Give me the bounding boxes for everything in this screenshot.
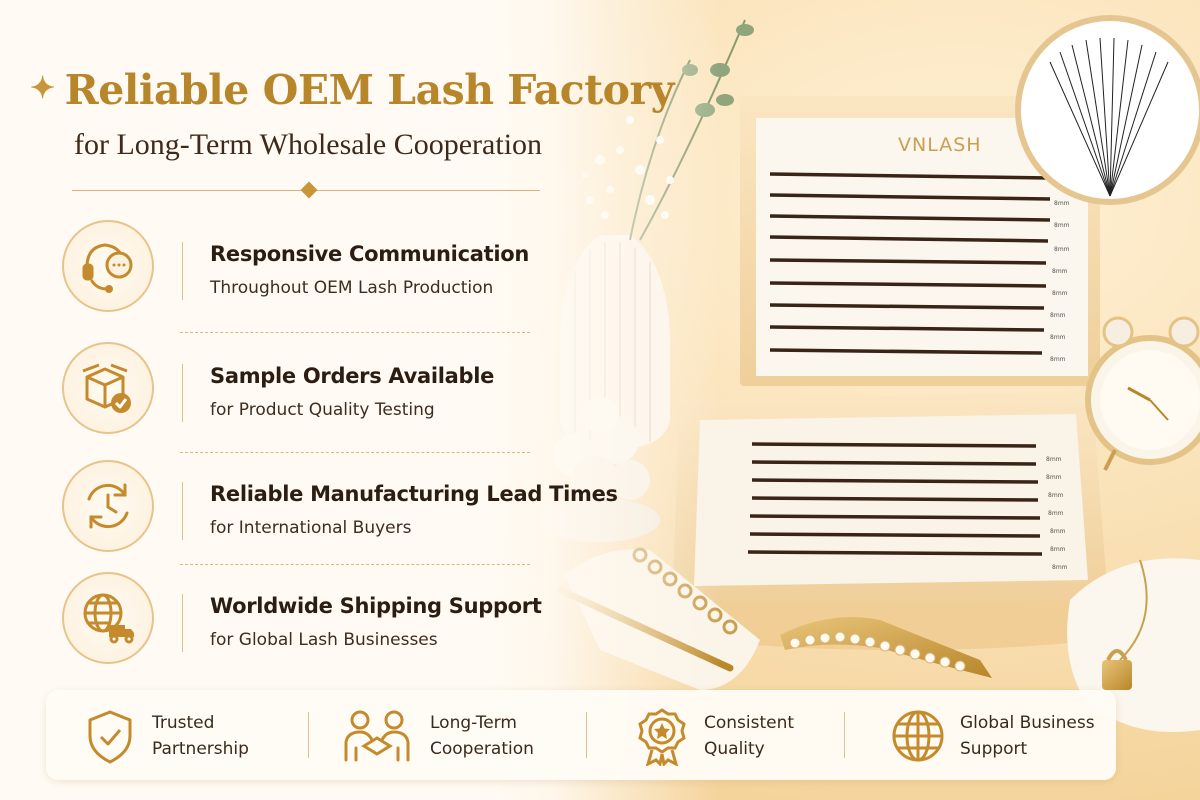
title-text: Reliable OEM Lash Factory [64, 66, 675, 114]
feature-item: Reliable Manufacturing Lead Times for In… [62, 460, 618, 560]
divider [182, 364, 183, 422]
divider [308, 712, 309, 758]
divider [586, 712, 587, 758]
benefit-text: Global Business Support [960, 713, 1095, 759]
benefits-bar: Trusted Partnership Long-Term Cooperatio… [46, 690, 1116, 780]
handshake-people-icon [344, 710, 410, 762]
divider [182, 482, 183, 540]
page-title: ✦ Reliable OEM Lash Factory [30, 66, 674, 114]
length-label: 8mm [1050, 356, 1066, 363]
feature-title: Reliable Manufacturing Lead Times [210, 482, 618, 506]
length-label: 8mm [1048, 510, 1064, 517]
feature-title: Responsive Communication [210, 242, 529, 266]
headset-chat-icon [62, 220, 154, 312]
dashed-divider [180, 452, 530, 453]
feature-subtitle: for International Buyers [210, 518, 412, 538]
length-label: 8mm [1050, 528, 1066, 535]
box-check-icon [62, 342, 154, 434]
feature-title: Worldwide Shipping Support [210, 594, 542, 618]
length-label: 8mm [1052, 564, 1068, 571]
length-label: 8mm [1050, 334, 1066, 341]
feature-subtitle: for Product Quality Testing [210, 400, 435, 420]
length-label: 8mm [1054, 200, 1070, 207]
length-label: 8mm [1046, 474, 1062, 481]
length-label: 8mm [1052, 290, 1068, 297]
divider [844, 712, 845, 758]
page-subtitle: for Long-Term Wholesale Cooperation [74, 128, 543, 161]
divider [182, 242, 183, 300]
length-label: 8mm [1054, 222, 1070, 229]
length-label: 8mm [1052, 268, 1068, 275]
feature-item: Responsive Communication Throughout OEM … [62, 220, 532, 320]
length-label: 8mm [1050, 312, 1066, 319]
divider [182, 594, 183, 652]
length-label: 8mm [1054, 246, 1070, 253]
feature-item: Sample Orders Available for Product Qual… [62, 342, 532, 442]
benefit-text: Consistent Quality [704, 713, 795, 759]
shield-check-icon [88, 710, 132, 764]
globe-truck-icon [62, 572, 154, 664]
medal-star-icon [638, 708, 686, 766]
length-label: 8mm [1046, 456, 1062, 463]
box-brand-label: VNLASH [898, 134, 982, 156]
globe-icon [892, 710, 944, 762]
dashed-divider [180, 332, 530, 333]
clock-cycle-icon [62, 460, 154, 552]
benefit-text: Long-Term Cooperation [430, 713, 534, 759]
length-label: 8mm [1048, 492, 1064, 499]
feature-subtitle: Throughout OEM Lash Production [210, 278, 494, 298]
sparkle-icon: ✦ [30, 71, 55, 106]
length-label: 8mm [1050, 546, 1066, 553]
benefit-text: Trusted Partnership [152, 713, 249, 759]
feature-item: Worldwide Shipping Support for Global La… [62, 572, 542, 672]
dashed-divider [180, 564, 530, 565]
feature-title: Sample Orders Available [210, 364, 495, 388]
feature-subtitle: for Global Lash Businesses [210, 630, 438, 650]
